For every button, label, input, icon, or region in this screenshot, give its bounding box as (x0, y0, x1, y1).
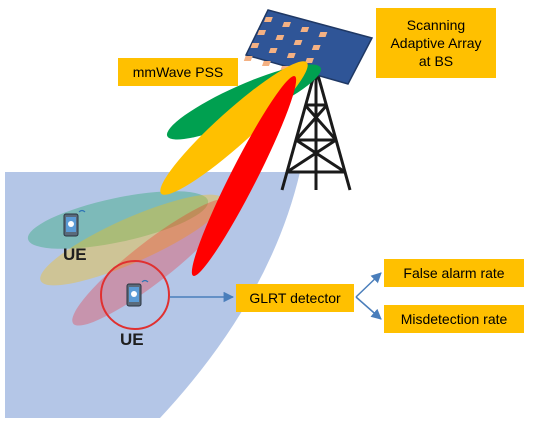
glrt-detector-box: GLRT detector (236, 284, 354, 312)
false-alarm-rate-text: False alarm rate (403, 265, 505, 281)
misdetection-rate-text: Misdetection rate (400, 311, 508, 327)
ue-label-right: UE (120, 330, 144, 349)
beam-yellow (160, 61, 308, 195)
misdetection-rate-box: Misdetection rate (384, 305, 524, 333)
scanning-array-label: Scanning Adaptive Array at BS (376, 8, 496, 78)
ue-label-left: UE (63, 245, 87, 264)
beam-yellow-faded (40, 194, 224, 286)
glrt-detector-text: GLRT detector (249, 290, 341, 306)
array-label-line2: Adaptive Array (390, 35, 482, 51)
arrow-glrt-to-misdetection (355, 296, 382, 320)
beam-red-faded (72, 198, 232, 326)
array-label-line1: Scanning (406, 17, 466, 33)
ue-highlight-circle (100, 260, 170, 330)
arrow-glrt-to-false-alarm (355, 272, 382, 298)
beam-red (191, 76, 297, 276)
array-label-line3: at BS (418, 53, 454, 69)
mmwave-pss-text: mmWave PSS (132, 64, 224, 80)
smartphone-icon (126, 279, 149, 307)
smartphone-icon (63, 209, 86, 237)
false-alarm-rate-box: False alarm rate (384, 259, 524, 287)
mmwave-pss-label: mmWave PSS (118, 58, 238, 86)
antenna-array-icon (243, 9, 374, 85)
cell-tower-icon (280, 67, 352, 191)
